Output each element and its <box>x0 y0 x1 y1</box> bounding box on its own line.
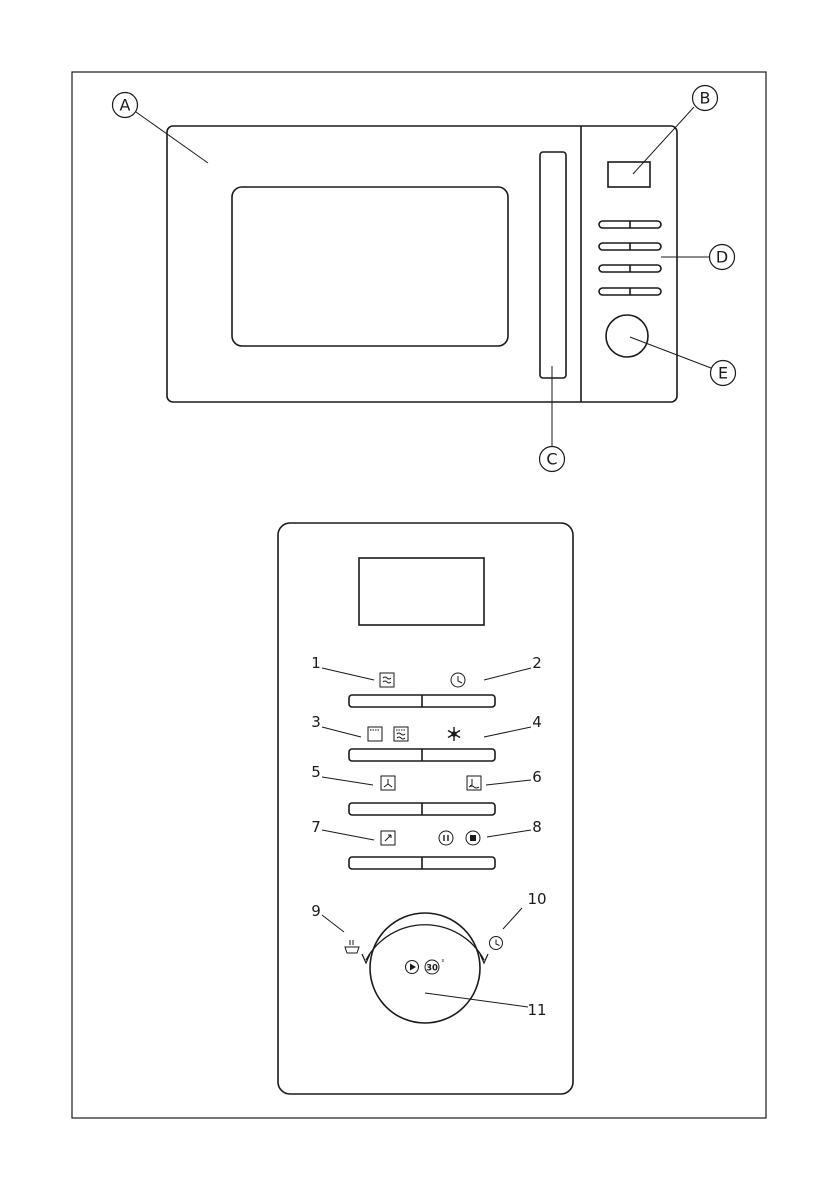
pause-icon <box>439 831 453 845</box>
callout-c: C <box>540 447 565 472</box>
callout-9: 9 <box>311 902 321 920</box>
combi-grill-microwave-icon <box>394 727 408 741</box>
overview-leaders <box>136 107 711 446</box>
display-window <box>608 162 650 187</box>
panel-button-row-1 <box>349 695 495 707</box>
panel-button-row-3 <box>349 803 495 815</box>
dial-arrow-arc <box>366 925 484 960</box>
page-frame <box>72 72 766 1118</box>
plus-30-label: 30 <box>426 964 438 974</box>
callout-a: A <box>113 93 138 118</box>
callout-7: 7 <box>311 818 321 836</box>
microwave-body <box>167 126 677 402</box>
callout-b-label: B <box>700 89 711 108</box>
auto-cook-icon <box>381 776 395 790</box>
plus-30-seconds-icon: 30 s <box>425 958 445 974</box>
quick-start-icon <box>381 831 395 845</box>
microwave-front-view <box>167 126 677 402</box>
start-play-icon <box>406 961 419 974</box>
weight-icon <box>345 940 359 953</box>
callout-6: 6 <box>532 768 542 786</box>
plus-30-sup: s <box>442 958 445 964</box>
panel-leaders <box>322 668 531 1007</box>
microwave-icon <box>380 673 394 687</box>
callout-1: 1 <box>311 654 321 672</box>
grill-icon <box>368 727 382 741</box>
callout-5: 5 <box>311 763 321 781</box>
control-knob <box>606 315 648 357</box>
panel-button-row-4 <box>349 857 495 869</box>
overview-callouts: A B D E C <box>113 86 736 472</box>
button-row-1 <box>599 221 661 228</box>
button-row-2 <box>599 243 661 250</box>
callout-c-label: C <box>546 450 557 469</box>
clock-icon <box>451 673 465 687</box>
callout-d: D <box>710 245 735 270</box>
callout-8: 8 <box>532 818 542 836</box>
panel-display <box>359 558 484 625</box>
dial-arrow-left-head <box>362 954 370 963</box>
callout-e-label: E <box>718 364 728 383</box>
button-row-4 <box>599 288 661 295</box>
callout-b: B <box>693 86 718 111</box>
auto-reheat-icon <box>467 776 481 790</box>
callout-d-label: D <box>716 248 728 267</box>
defrost-icon <box>448 727 460 741</box>
door-handle <box>540 152 566 378</box>
callout-2: 2 <box>532 654 542 672</box>
door-window <box>232 187 508 346</box>
callout-e: E <box>711 361 736 386</box>
callout-a-label: A <box>120 96 131 115</box>
stop-icon <box>466 831 480 845</box>
callout-10: 10 <box>527 890 546 908</box>
callout-11: 11 <box>527 1001 546 1019</box>
callout-3: 3 <box>311 713 321 731</box>
panel-button-row-2 <box>349 749 495 761</box>
callout-4: 4 <box>532 713 542 731</box>
timer-icon <box>490 937 503 950</box>
dial-arrow-right-head <box>480 954 488 963</box>
button-row-3 <box>599 265 661 272</box>
